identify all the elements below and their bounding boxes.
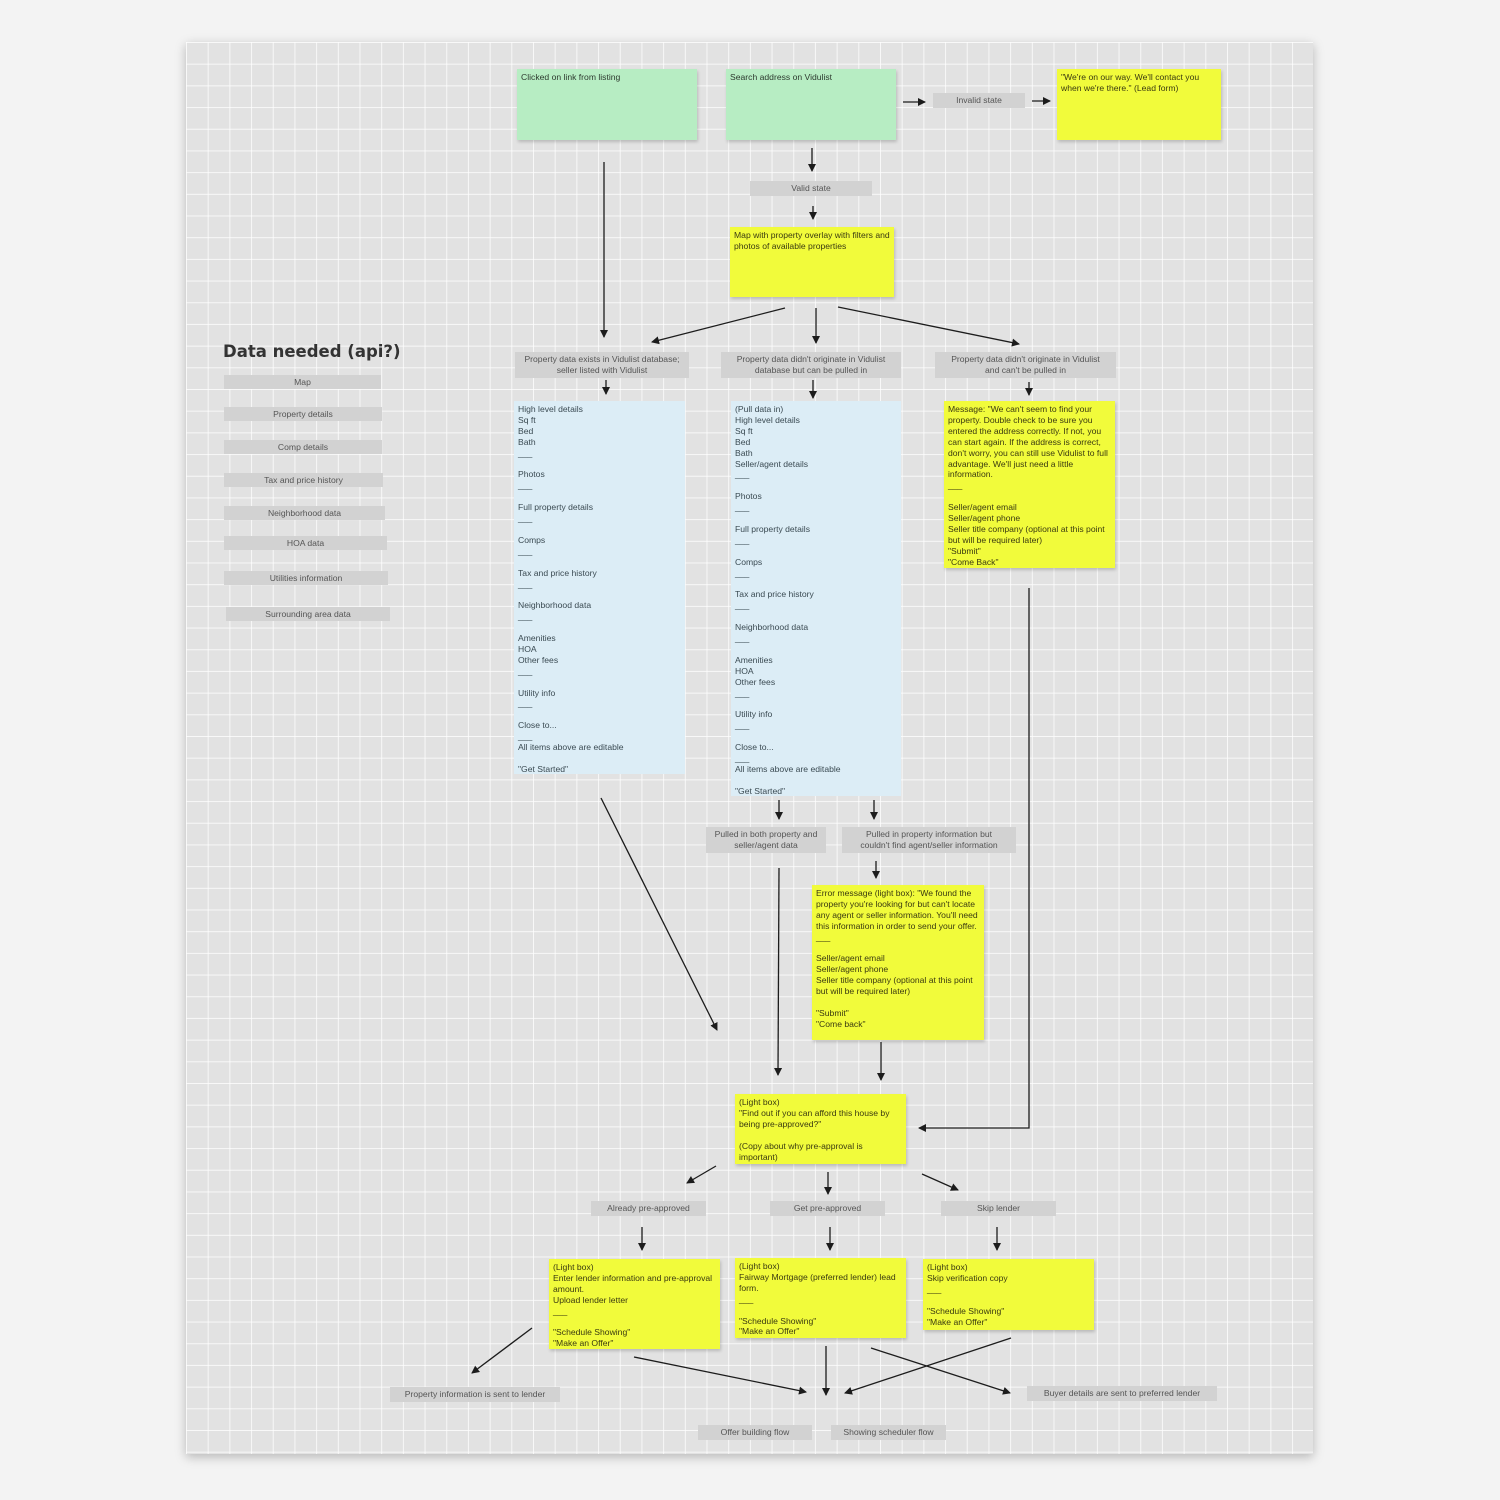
data-item-tax-history[interactable]: Tax and price history bbox=[224, 473, 383, 487]
card-exists-details[interactable]: High level details Sq ft Bed Bath ___ Ph… bbox=[514, 401, 685, 774]
label-buyer-sent-to-preferred[interactable]: Buyer details are sent to preferred lend… bbox=[1027, 1386, 1217, 1401]
sticky-preferred-lender-form[interactable]: (Light box) Fairway Mortgage (preferred … bbox=[735, 1258, 906, 1338]
label-already-preapproved[interactable]: Already pre-approved bbox=[591, 1201, 706, 1216]
label-branch-missing[interactable]: Property data didn't originate in Viduli… bbox=[935, 352, 1116, 378]
sticky-lead-form[interactable]: "We're on our way. We'll contact you whe… bbox=[1057, 69, 1221, 140]
data-needed-title: Data needed (api?) bbox=[223, 342, 401, 361]
card-pulled-details[interactable]: (Pull data in) High level details Sq ft … bbox=[731, 401, 901, 796]
data-item-surrounding[interactable]: Surrounding area data bbox=[226, 607, 390, 621]
data-item-comp-details[interactable]: Comp details bbox=[224, 440, 382, 454]
sticky-preapproval-lightbox[interactable]: (Light box) "Find out if you can afford … bbox=[735, 1094, 906, 1164]
data-item-property-details[interactable]: Property details bbox=[224, 407, 382, 421]
label-skip-lender[interactable]: Skip lender bbox=[941, 1201, 1056, 1216]
sticky-search-address[interactable]: Search address on Vidulist bbox=[726, 69, 896, 140]
label-info-sent-to-lender[interactable]: Property information is sent to lender bbox=[390, 1387, 560, 1402]
sticky-map-overlay[interactable]: Map with property overlay with filters a… bbox=[730, 227, 894, 297]
label-invalid-state[interactable]: Invalid state bbox=[933, 93, 1025, 108]
label-get-preapproved[interactable]: Get pre-approved bbox=[770, 1201, 885, 1216]
data-item-neighborhood[interactable]: Neighborhood data bbox=[224, 506, 385, 520]
label-pulled-both[interactable]: Pulled in both property and seller/agent… bbox=[706, 827, 826, 853]
label-branch-exists[interactable]: Property data exists in Vidulist databas… bbox=[515, 352, 689, 378]
label-valid-state[interactable]: Valid state bbox=[750, 181, 872, 196]
label-showing-scheduler-flow[interactable]: Showing scheduler flow bbox=[831, 1425, 946, 1440]
data-item-hoa[interactable]: HOA data bbox=[224, 536, 387, 550]
sticky-skip-verification[interactable]: (Light box) Skip verification copy ___ "… bbox=[923, 1259, 1094, 1330]
label-offer-building-flow[interactable]: Offer building flow bbox=[698, 1425, 812, 1440]
sticky-cant-find-message[interactable]: Message: "We can't seem to find your pro… bbox=[944, 401, 1115, 568]
label-pulled-partial[interactable]: Pulled in property information but could… bbox=[842, 827, 1016, 853]
sticky-already-lender-info[interactable]: (Light box) Enter lender information and… bbox=[549, 1259, 720, 1349]
sticky-error-message[interactable]: Error message (light box): "We found the… bbox=[812, 885, 984, 1040]
data-item-map[interactable]: Map bbox=[224, 375, 381, 389]
data-item-utilities[interactable]: Utilities information bbox=[224, 571, 388, 585]
sticky-clicked-link[interactable]: Clicked on link from listing bbox=[517, 69, 697, 140]
label-branch-pulled[interactable]: Property data didn't originate in Viduli… bbox=[721, 352, 901, 378]
